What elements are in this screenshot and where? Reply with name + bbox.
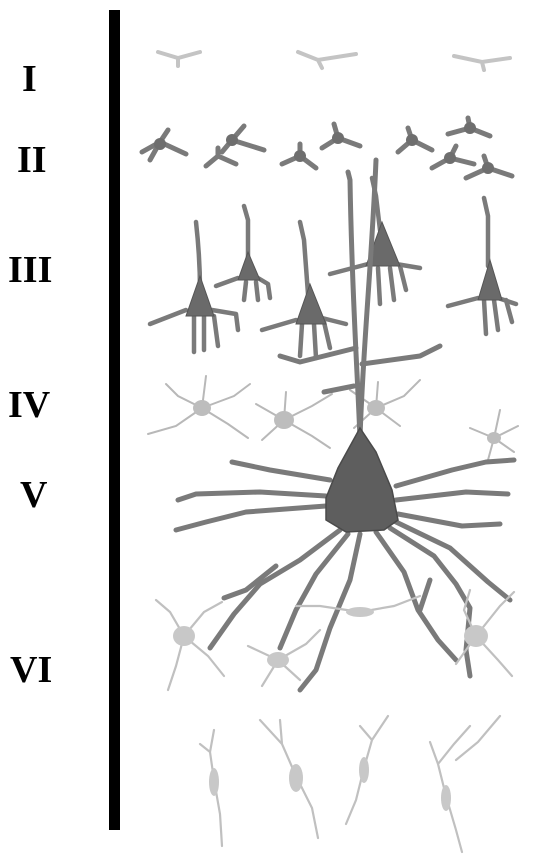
layer-iv-stellate-somata [193,400,501,444]
layer-v-large-pyramidal-soma [326,428,398,532]
layer-iii-pyramidal-somata [186,222,502,324]
layer-ii-cells [142,118,512,178]
layer-i-cells [158,52,510,70]
cortex-depth-bar [109,10,120,830]
layer-vi-polymorphic-cells [156,590,514,852]
layer-iii-pyramidal-cells [150,178,516,358]
